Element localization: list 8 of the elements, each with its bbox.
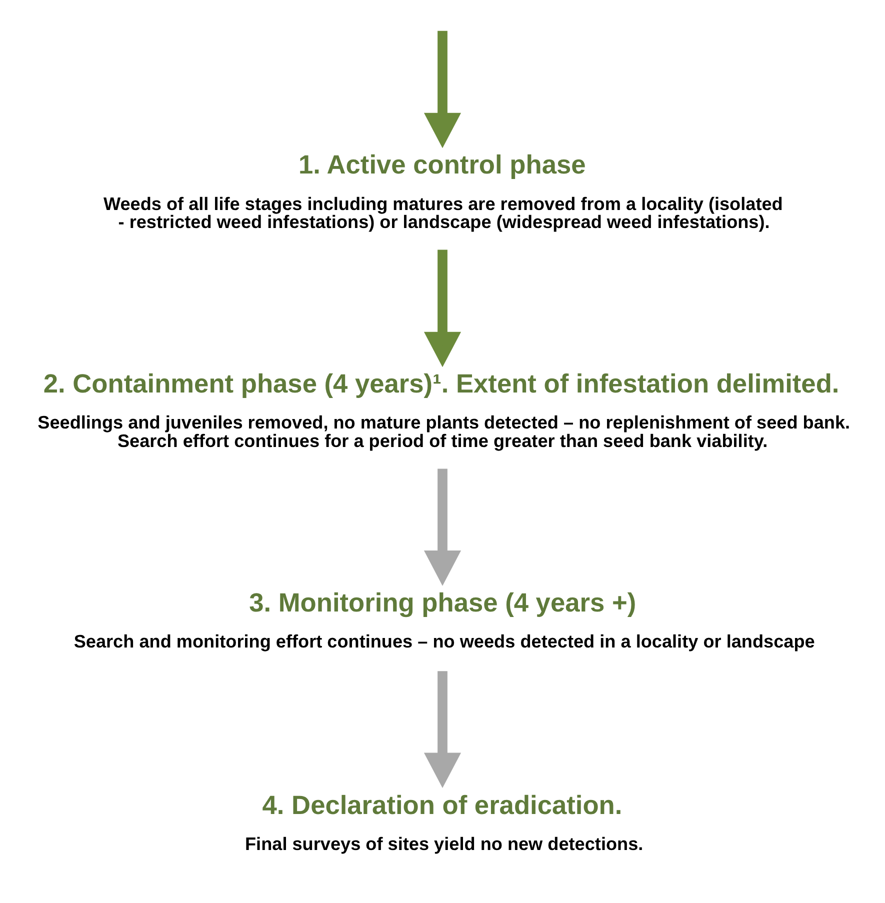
arrow [424, 250, 462, 368]
arrow [424, 30, 462, 148]
node-text: 2. Containment phase (4 years)¹. Extent of infestation delimited. Seedlings and juveniles removed, no mature plants detected – no replenishment of seed bank. Search effort continues for a period of time greater than seed bank viability. [38, 368, 850, 451]
arrow [424, 468, 462, 586]
arrow [424, 671, 462, 788]
node-text: 4. Declaration of eradication. Final surveys of sites yield no new detections. [245, 790, 644, 854]
node-text: 1. Active control phase Weeds of all life stages including matures are removed from a locality (isolated - restricted weed infestations) or landscape (widespread weed infestations). [103, 150, 783, 232]
node-text: 3. Monitoring phase (4 years +) Search and monitoring effort continues – no weeds detected in a locality or landscape [74, 587, 815, 652]
